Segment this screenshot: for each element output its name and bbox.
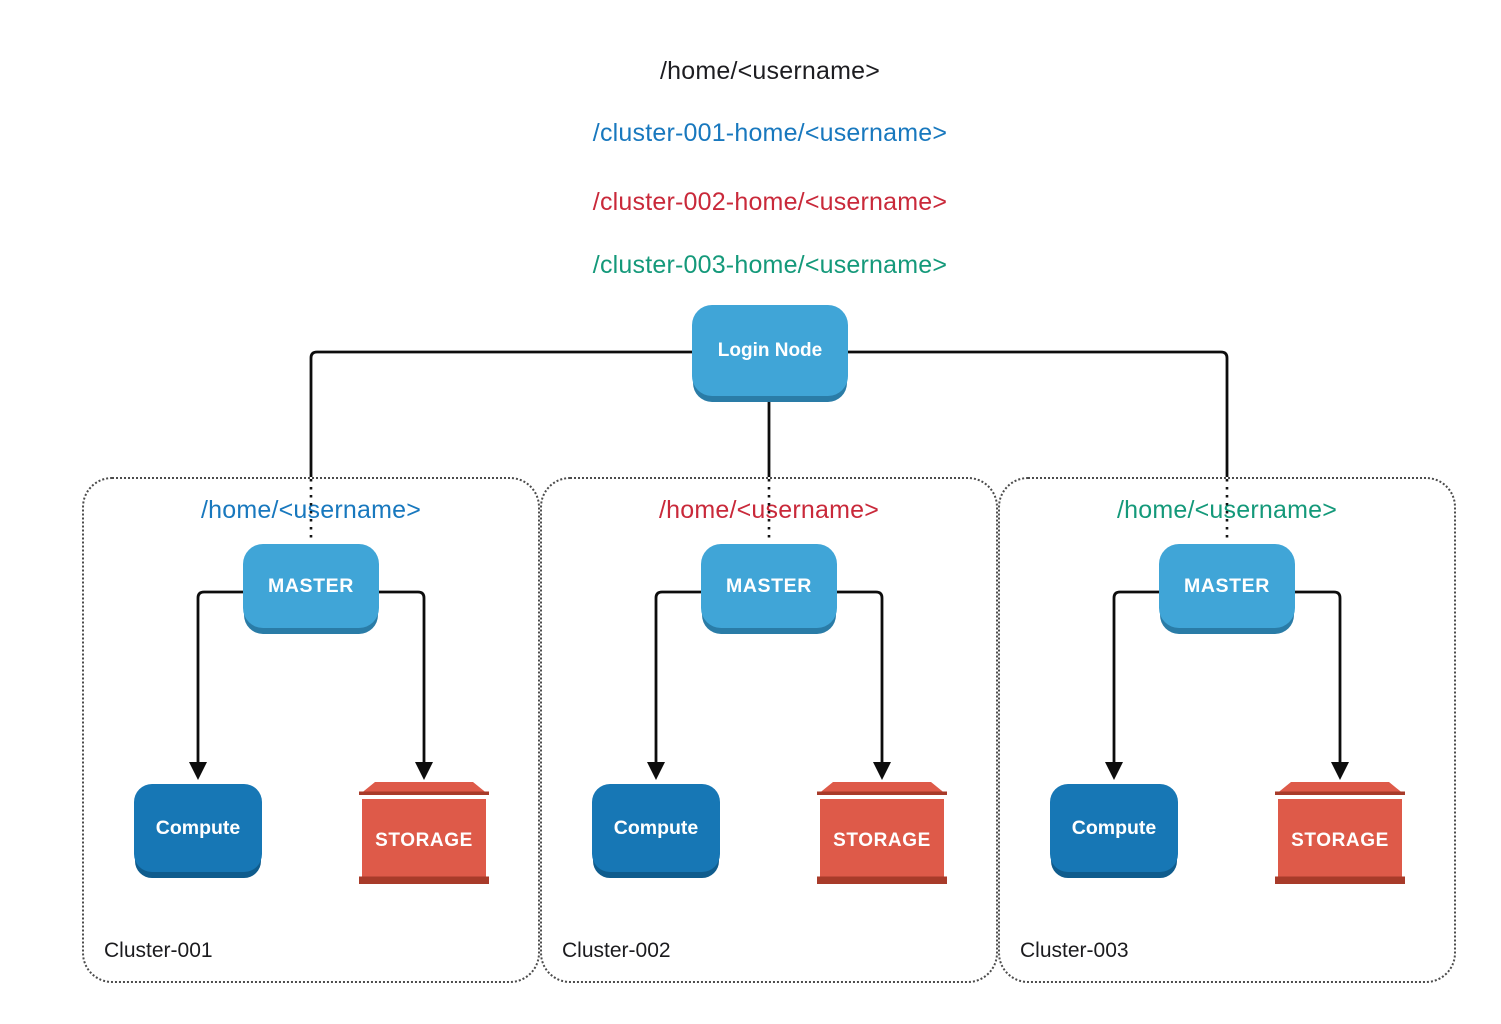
cluster-002-name: Cluster-002: [562, 939, 671, 962]
cluster-002-home-path-label: /cluster-002-home/<username>: [592, 188, 948, 216]
cluster-001-storage-node: STORAGE: [359, 782, 489, 884]
cluster-002-compute-node: Compute: [592, 784, 720, 872]
cluster-003-container: /home/<username> MASTER Compute STORAGE …: [998, 477, 1456, 983]
master-node-label: MASTER: [268, 574, 354, 597]
login-node-label: Login Node: [717, 339, 823, 361]
cluster-001-compute-node: Compute: [134, 784, 262, 872]
cluster-003-home-path-label: /cluster-003-home/<username>: [592, 251, 948, 279]
cluster3-compute-arrowhead-icon: [1105, 762, 1123, 780]
cluster-003-master-node: MASTER: [1159, 544, 1295, 628]
storage-node-label: STORAGE: [1291, 830, 1389, 851]
cluster-001-home-path-label: /cluster-001-home/<username>: [592, 119, 948, 147]
cluster-003-storage-node: STORAGE: [1275, 782, 1405, 884]
master-node-label: MASTER: [1184, 574, 1270, 597]
cluster-002-storage-node: STORAGE: [817, 782, 947, 884]
cluster1-master-to-compute-line: [196, 590, 243, 764]
compute-node-label: Compute: [155, 816, 241, 839]
cluster-001-container: /home/<username> MASTER Compute STORAGE …: [82, 477, 540, 983]
cluster-001-master-node: MASTER: [243, 544, 379, 628]
cluster1-storage-arrowhead-icon: [415, 762, 433, 780]
cluster1-compute-arrowhead-icon: [189, 762, 207, 780]
cluster-003-name: Cluster-003: [1020, 939, 1129, 962]
cluster2-storage-arrowhead-icon: [873, 762, 891, 780]
master-node-label: MASTER: [726, 574, 812, 597]
cluster3-storage-arrowhead-icon: [1331, 762, 1349, 780]
storage-box-icon: [359, 782, 489, 884]
cluster1-master-to-storage-line: [379, 590, 426, 764]
compute-node-label: Compute: [1071, 816, 1157, 839]
storage-node-label: STORAGE: [833, 830, 931, 851]
cluster-001-name: Cluster-001: [104, 939, 213, 962]
login-node: Login Node: [692, 305, 848, 396]
cluster-003-compute-node: Compute: [1050, 784, 1178, 872]
cluster2-master-to-compute-line: [654, 590, 701, 764]
storage-box-icon: [1275, 782, 1405, 884]
storage-node-label: STORAGE: [375, 830, 473, 851]
cluster3-master-to-compute-line: [1112, 590, 1159, 764]
cluster3-master-to-storage-line: [1295, 590, 1342, 764]
storage-box-icon: [817, 782, 947, 884]
cluster2-compute-arrowhead-icon: [647, 762, 665, 780]
cluster-002-container: /home/<username> MASTER Compute STORAGE …: [540, 477, 998, 983]
cluster-002-master-node: MASTER: [701, 544, 837, 628]
login-to-cluster1-line: [309, 350, 692, 477]
root-home-path-label: /home/<username>: [660, 57, 880, 85]
login-to-cluster3-line: [848, 350, 1229, 477]
compute-node-label: Compute: [613, 816, 699, 839]
cluster2-master-to-storage-line: [837, 590, 884, 764]
